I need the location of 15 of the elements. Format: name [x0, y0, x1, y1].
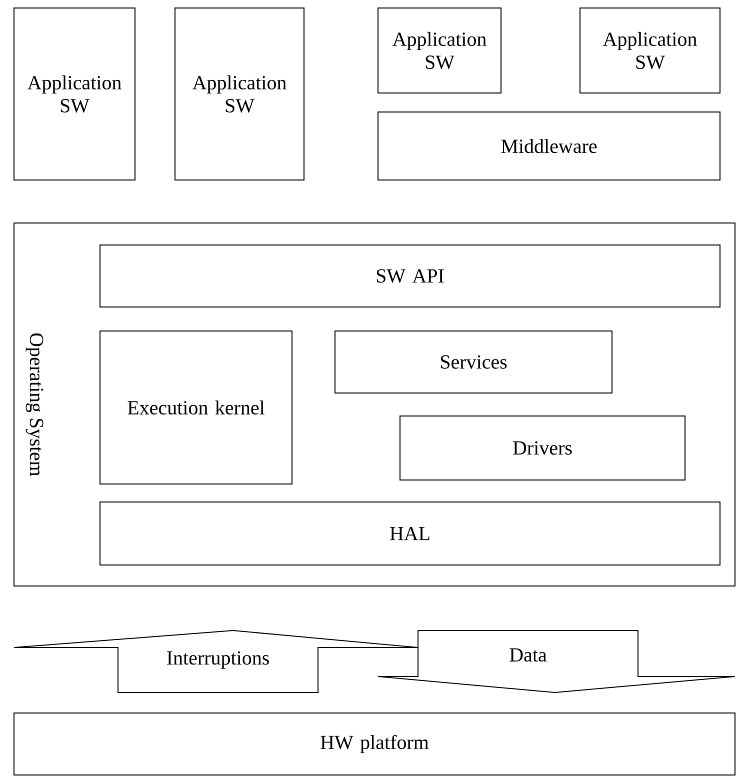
layer-box: SW API: [100, 244, 720, 308]
layer-box: Services: [334, 330, 612, 394]
layer-box: Application SW: [14, 8, 136, 180]
edge-label: Data: [508, 647, 548, 663]
layer-box: Drivers: [400, 416, 686, 480]
layer-box: Application SW: [174, 8, 304, 180]
layer-box: Execution kernel: [100, 330, 292, 484]
layer-box: HAL: [100, 502, 720, 566]
layer-box: Application SW: [580, 8, 720, 94]
layer-box: Application SW: [378, 8, 502, 94]
layer-box: Middleware: [378, 112, 720, 180]
layer-box: HW platform: [14, 712, 736, 776]
block-arrow: [14, 630, 418, 693]
block-arrow: [378, 630, 736, 693]
edge-label: Interruptions: [165, 650, 271, 670]
